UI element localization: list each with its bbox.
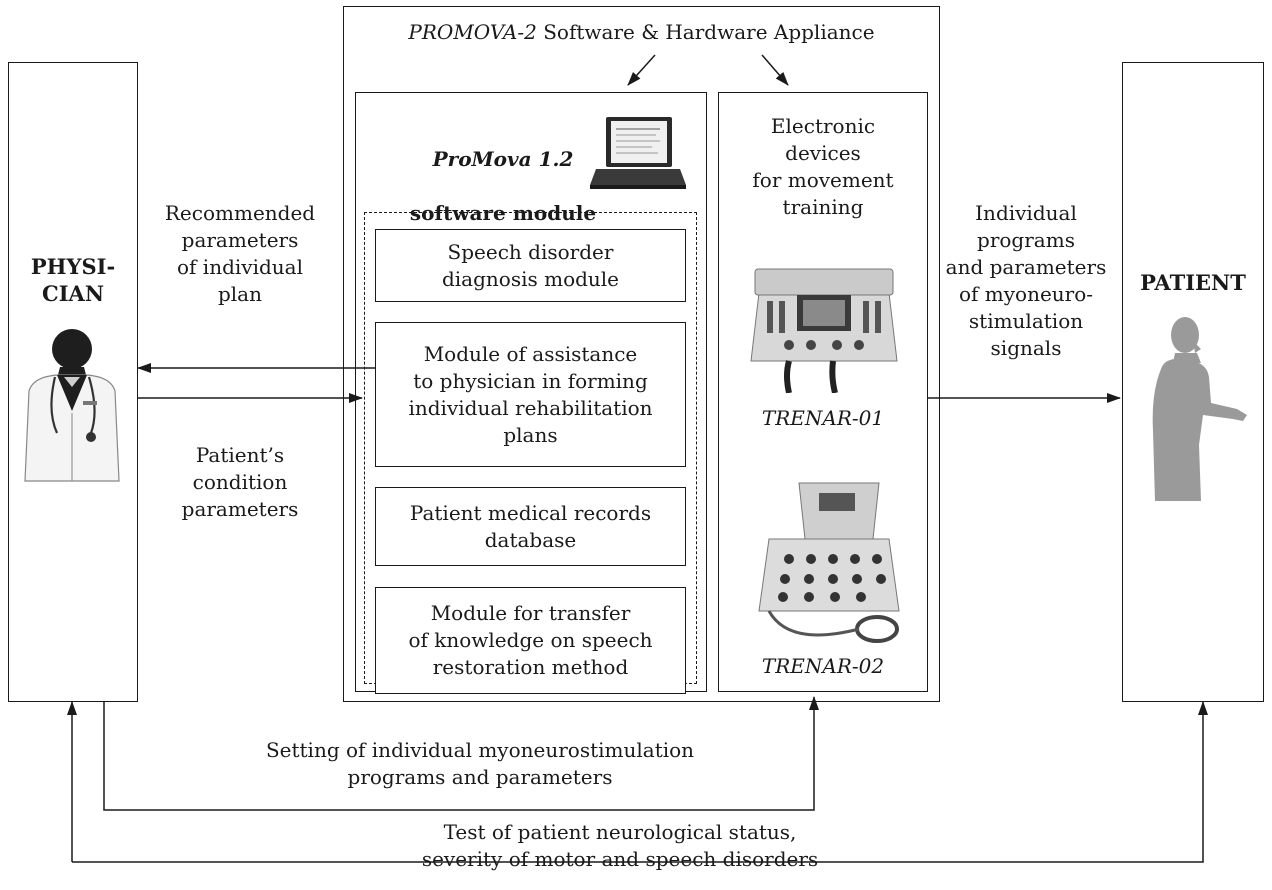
patient-title: PATIENT — [1140, 270, 1246, 295]
label-test-status: Test of patient neurological status, sev… — [421, 820, 819, 871]
appliance-box: PROMOVA-2 Software & Hardware Appliance — [343, 6, 940, 702]
label-setting-programs: Setting of individual myoneurostimulatio… — [265, 738, 695, 789]
software-subtitle: software module — [409, 201, 597, 225]
devices-title: Electronic devices for movement training — [752, 114, 894, 219]
physician-title: PHYSI- CIAN — [30, 254, 116, 306]
module-speech-diagnosis: Speech disorder diagnosis module — [375, 229, 686, 302]
trenar-01-label: TRENAR-01 — [761, 406, 885, 430]
trenar-01-device-icon — [750, 268, 898, 393]
trenar-02-device-icon — [758, 482, 900, 643]
arrow-title-to-devices — [761, 54, 789, 86]
patient-box: PATIENT — [1122, 62, 1264, 702]
arrow-test-loop — [72, 701, 1208, 863]
module-assistance: Module of assistance to physician in for… — [375, 322, 686, 467]
module-knowledge-transfer: Module for transfer of knowledge on spee… — [375, 587, 686, 694]
label-condition-parameters: Patient’s condition parameters — [181, 443, 299, 521]
appliance-title-name: PROMOVA-2 — [408, 20, 537, 44]
devices-box: Electronic devices for movement training… — [718, 92, 928, 692]
software-name: ProMova 1.2 — [432, 147, 574, 171]
appliance-title: PROMOVA-2 Software & Hardware Appliance — [344, 19, 939, 46]
software-title: ProMova 1.2 software module — [408, 119, 598, 254]
module-records-database: Patient medical records database — [375, 487, 686, 566]
laptop-icon — [590, 117, 686, 189]
label-individual-programs: Individual programs and parameters of my… — [945, 201, 1107, 360]
label-recommended-parameters: Recommended parameters of individual pla… — [164, 201, 316, 306]
physician-icon — [24, 329, 120, 482]
trenar-02-label: TRENAR-02 — [761, 654, 885, 678]
physician-box: PHYSI- CIAN — [8, 62, 138, 702]
arrow-title-to-software — [627, 54, 656, 86]
appliance-title-rest: Software & Hardware Appliance — [536, 20, 875, 44]
patient-silhouette-icon — [1152, 317, 1247, 501]
software-box: ProMova 1.2 software module — [355, 92, 707, 692]
arrow-setting-to-devices — [103, 696, 819, 811]
